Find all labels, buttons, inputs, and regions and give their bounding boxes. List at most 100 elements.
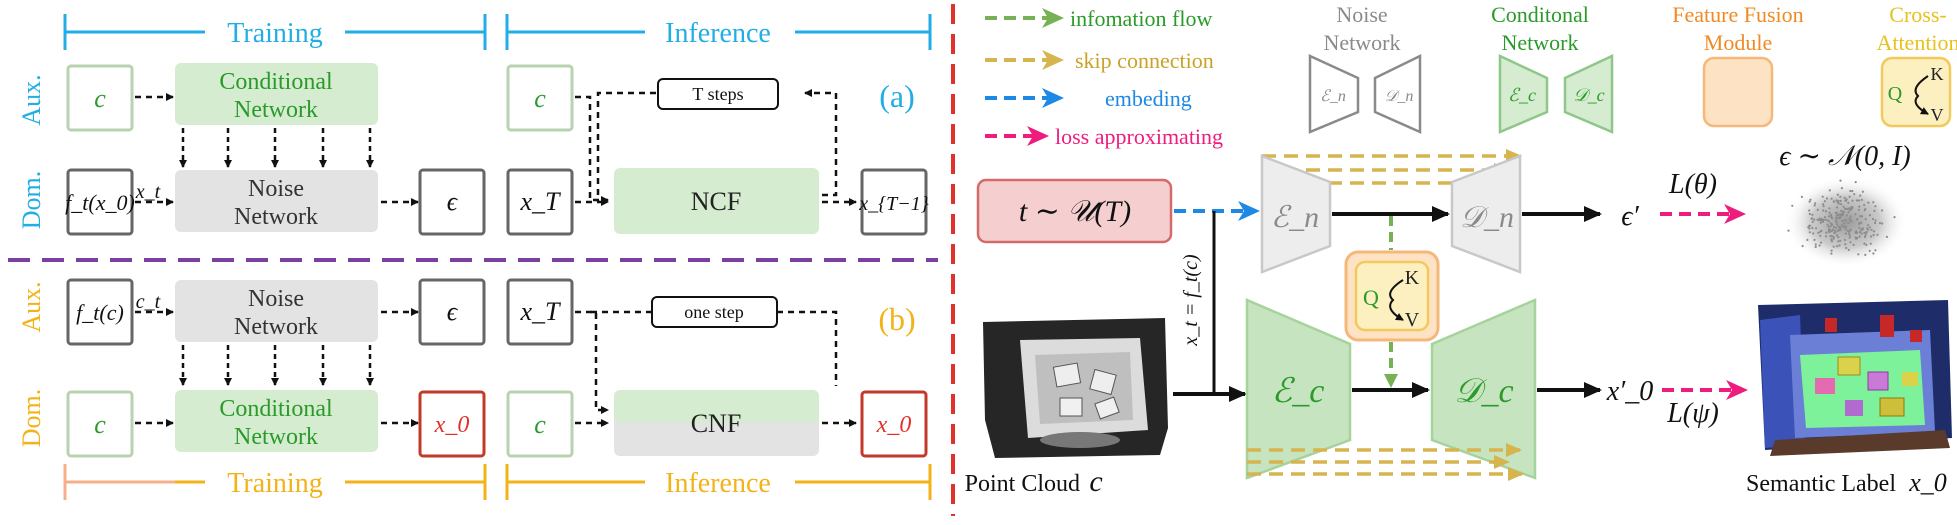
noise-dot: [1823, 216, 1826, 219]
noise-dot: [1800, 195, 1803, 198]
noise-dot: [1848, 236, 1851, 239]
legend-ffm-1: Feature Fusion: [1672, 2, 1803, 27]
noise-dot: [1839, 195, 1842, 198]
noise-dot: [1829, 235, 1832, 238]
point-cloud-label: Point Cloud: [965, 471, 1080, 497]
noise-dot: [1847, 232, 1850, 235]
xT-box-b: [506, 278, 574, 346]
noise-dot: [1867, 224, 1870, 227]
noise-dot: [1842, 205, 1845, 208]
noise-dot: [1822, 205, 1825, 208]
row-label-dom-b: Dom.: [17, 389, 46, 448]
noise-dot: [1861, 190, 1864, 193]
noise-dot: [1849, 215, 1852, 218]
noise-dot: [1848, 234, 1852, 237]
legend-decoder-c: [1563, 54, 1614, 134]
f-x0-box: [66, 168, 134, 236]
noise-dot: [1861, 227, 1864, 230]
noise-dot: [1893, 216, 1896, 219]
semantic-label-image: [1758, 300, 1952, 456]
noise-dot: [1870, 235, 1873, 238]
noise-dot: [1835, 211, 1838, 214]
noise-dot: [1849, 189, 1852, 193]
noise-dot: [1807, 226, 1810, 229]
legend-noise-net-2: Network: [1324, 30, 1401, 55]
cond-net-a-line1: Conditional: [219, 69, 333, 95]
noise-dot: [1878, 221, 1882, 225]
noise-dot: [1813, 218, 1816, 221]
noise-dot: [1863, 231, 1866, 234]
c-inf-label-b: c: [534, 410, 546, 439]
noise-dot: [1842, 213, 1845, 216]
noise-net-a-line2: Network: [234, 204, 318, 230]
noise-dot: [1821, 219, 1825, 223]
cond-to-noise-arrows-a: [179, 128, 374, 168]
noise-encoder-label: ℰ_n: [1271, 201, 1319, 234]
legend-decoder-n: [1373, 53, 1422, 134]
noise-dot: [1830, 214, 1833, 217]
training-header-top: Training: [63, 12, 487, 52]
panel-b-tag: (b): [878, 301, 915, 337]
noise-network-a: [175, 170, 378, 232]
noise-dot: [1811, 220, 1814, 223]
skip-connections-top: [1262, 149, 1522, 190]
one-step-label: one step: [684, 302, 743, 322]
timestep-box: [976, 178, 1173, 244]
noise-dot: [1835, 199, 1838, 202]
row-label-dom-a: Dom.: [17, 171, 46, 230]
noise-dot: [1856, 231, 1859, 234]
noise-decoder: [1450, 154, 1522, 274]
cond-decoder-label: 𝒟_c: [1454, 373, 1513, 410]
eps-label-a: ϵ: [447, 187, 459, 216]
noise-dot: [1868, 226, 1871, 229]
eps-box-a: [418, 168, 486, 236]
legend-Dn: 𝒟_n: [1385, 88, 1414, 105]
legend-ffm-box: [1702, 56, 1774, 128]
noise-dot: [1830, 230, 1833, 233]
noise-dot: [1860, 232, 1863, 235]
t-steps-box: [657, 78, 779, 110]
noise-dot: [1836, 223, 1839, 226]
noise-dot: [1827, 225, 1830, 228]
panel-a-tag: (a): [879, 78, 915, 114]
noise-dot: [1808, 209, 1811, 212]
noise-dot: [1820, 218, 1823, 221]
noise-dot: [1876, 233, 1879, 236]
legend-skip: skip connection: [1075, 48, 1214, 73]
legend-K: K: [1931, 64, 1944, 84]
noise-dot: [1828, 228, 1832, 231]
noise-dot: [1851, 206, 1854, 209]
legend-loss: loss approximating: [1055, 124, 1223, 149]
noise-dot: [1811, 226, 1814, 230]
c-inf-box-a: [506, 64, 574, 132]
noise-dot: [1856, 218, 1859, 221]
noise-dot: [1848, 230, 1851, 233]
noise-dot: [1860, 198, 1863, 201]
noise-dot: [1822, 209, 1825, 212]
skip-connections-bottom: [1247, 443, 1524, 481]
cnf-label: CNF: [691, 409, 742, 438]
x0-inf-label-b: x_0: [876, 412, 912, 438]
noise-dot: [1864, 208, 1867, 211]
noise-net-b-line2: Network: [234, 314, 318, 340]
noise-dot: [1827, 230, 1830, 233]
legend-noise-net-1: Noise: [1336, 2, 1387, 27]
noise-dot: [1835, 214, 1838, 217]
training-header-bottom: Training: [63, 462, 487, 502]
noise-dot: [1860, 221, 1863, 224]
noise-dot: [1825, 231, 1828, 234]
noise-dot: [1840, 209, 1843, 212]
noise-dot: [1847, 201, 1850, 204]
noise-dot: [1867, 201, 1870, 204]
noise-dot: [1845, 214, 1848, 217]
noise-dot: [1829, 225, 1832, 228]
noise-dot: [1808, 231, 1811, 234]
legend-cond-net-2: Network: [1502, 30, 1579, 55]
noise-dot: [1865, 230, 1868, 234]
noise-dot: [1855, 199, 1858, 202]
noise-dot: [1833, 229, 1836, 232]
noise-dot: [1810, 217, 1813, 220]
point-cloud-image: [983, 318, 1168, 458]
inference-label-top: Inference: [665, 18, 771, 49]
noise-dot: [1832, 235, 1835, 239]
